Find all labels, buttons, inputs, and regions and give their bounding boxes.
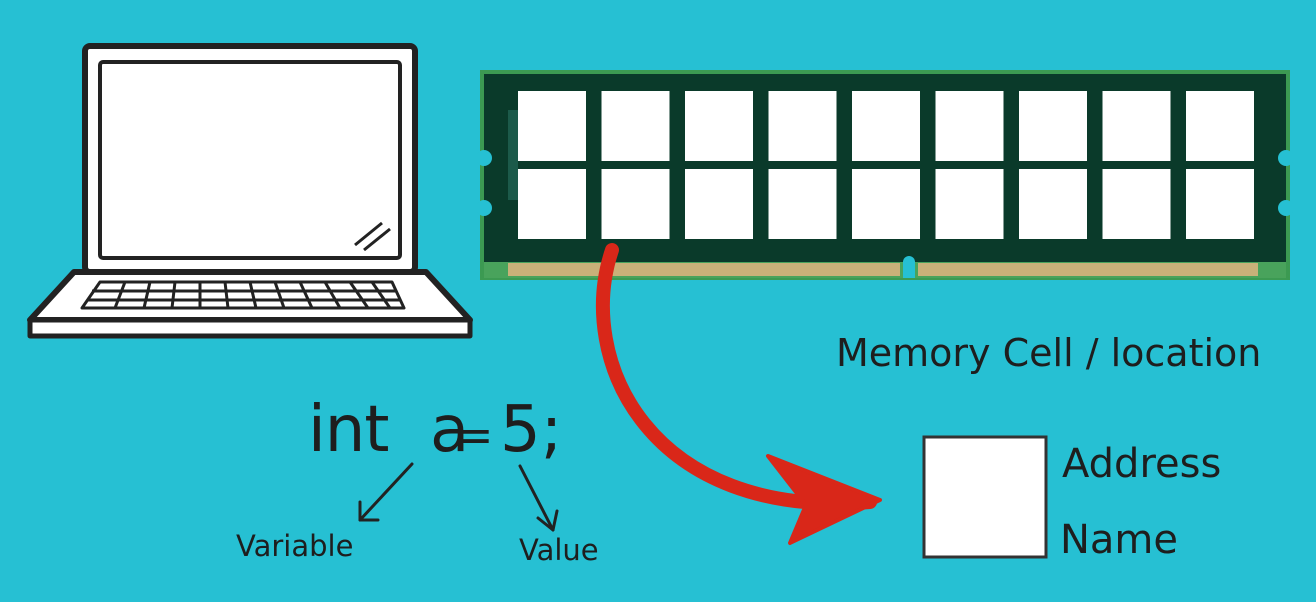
memory-cell-box — [922, 435, 1048, 559]
ram-cell — [768, 91, 837, 161]
ram-cell — [1019, 169, 1087, 239]
ram-cell — [1102, 169, 1171, 239]
memory-cell-title: Memory Cell / location — [836, 331, 1262, 375]
variable-label: Variable — [236, 529, 354, 563]
value-label: Value — [519, 533, 599, 567]
value-pointer-arrow — [518, 464, 559, 532]
ram-cell — [1019, 91, 1087, 161]
address-label: Address — [1062, 441, 1222, 487]
ram-cell — [685, 91, 753, 161]
variable-pointer-arrow — [358, 462, 414, 522]
curved-arrow-icon — [596, 243, 882, 545]
ram-notch-right — [1278, 150, 1294, 166]
ram-cell — [852, 169, 920, 239]
code-value: 5; — [500, 393, 563, 467]
laptop-icon — [27, 43, 473, 339]
ram-cell — [1186, 91, 1254, 161]
ram-cell — [852, 91, 920, 161]
ram-cell-grid — [518, 91, 1254, 239]
code-keyword: int — [308, 393, 389, 467]
code-equals: = — [455, 408, 494, 462]
ram-cell — [1102, 91, 1171, 161]
ram-cell — [601, 169, 670, 239]
name-label: Name — [1060, 517, 1179, 563]
keyboard — [80, 280, 406, 310]
ram-cell — [1186, 169, 1254, 239]
ram-cell — [935, 169, 1004, 239]
ram-module-icon — [476, 70, 1294, 280]
ram-cell — [768, 169, 837, 239]
ram-cell — [518, 169, 586, 239]
code-variable: a — [430, 393, 470, 467]
ram-cell — [935, 91, 1004, 161]
ram-cell — [685, 169, 753, 239]
ram-notch-left — [476, 150, 492, 166]
ram-cell — [601, 91, 670, 161]
ram-cell — [518, 91, 586, 161]
